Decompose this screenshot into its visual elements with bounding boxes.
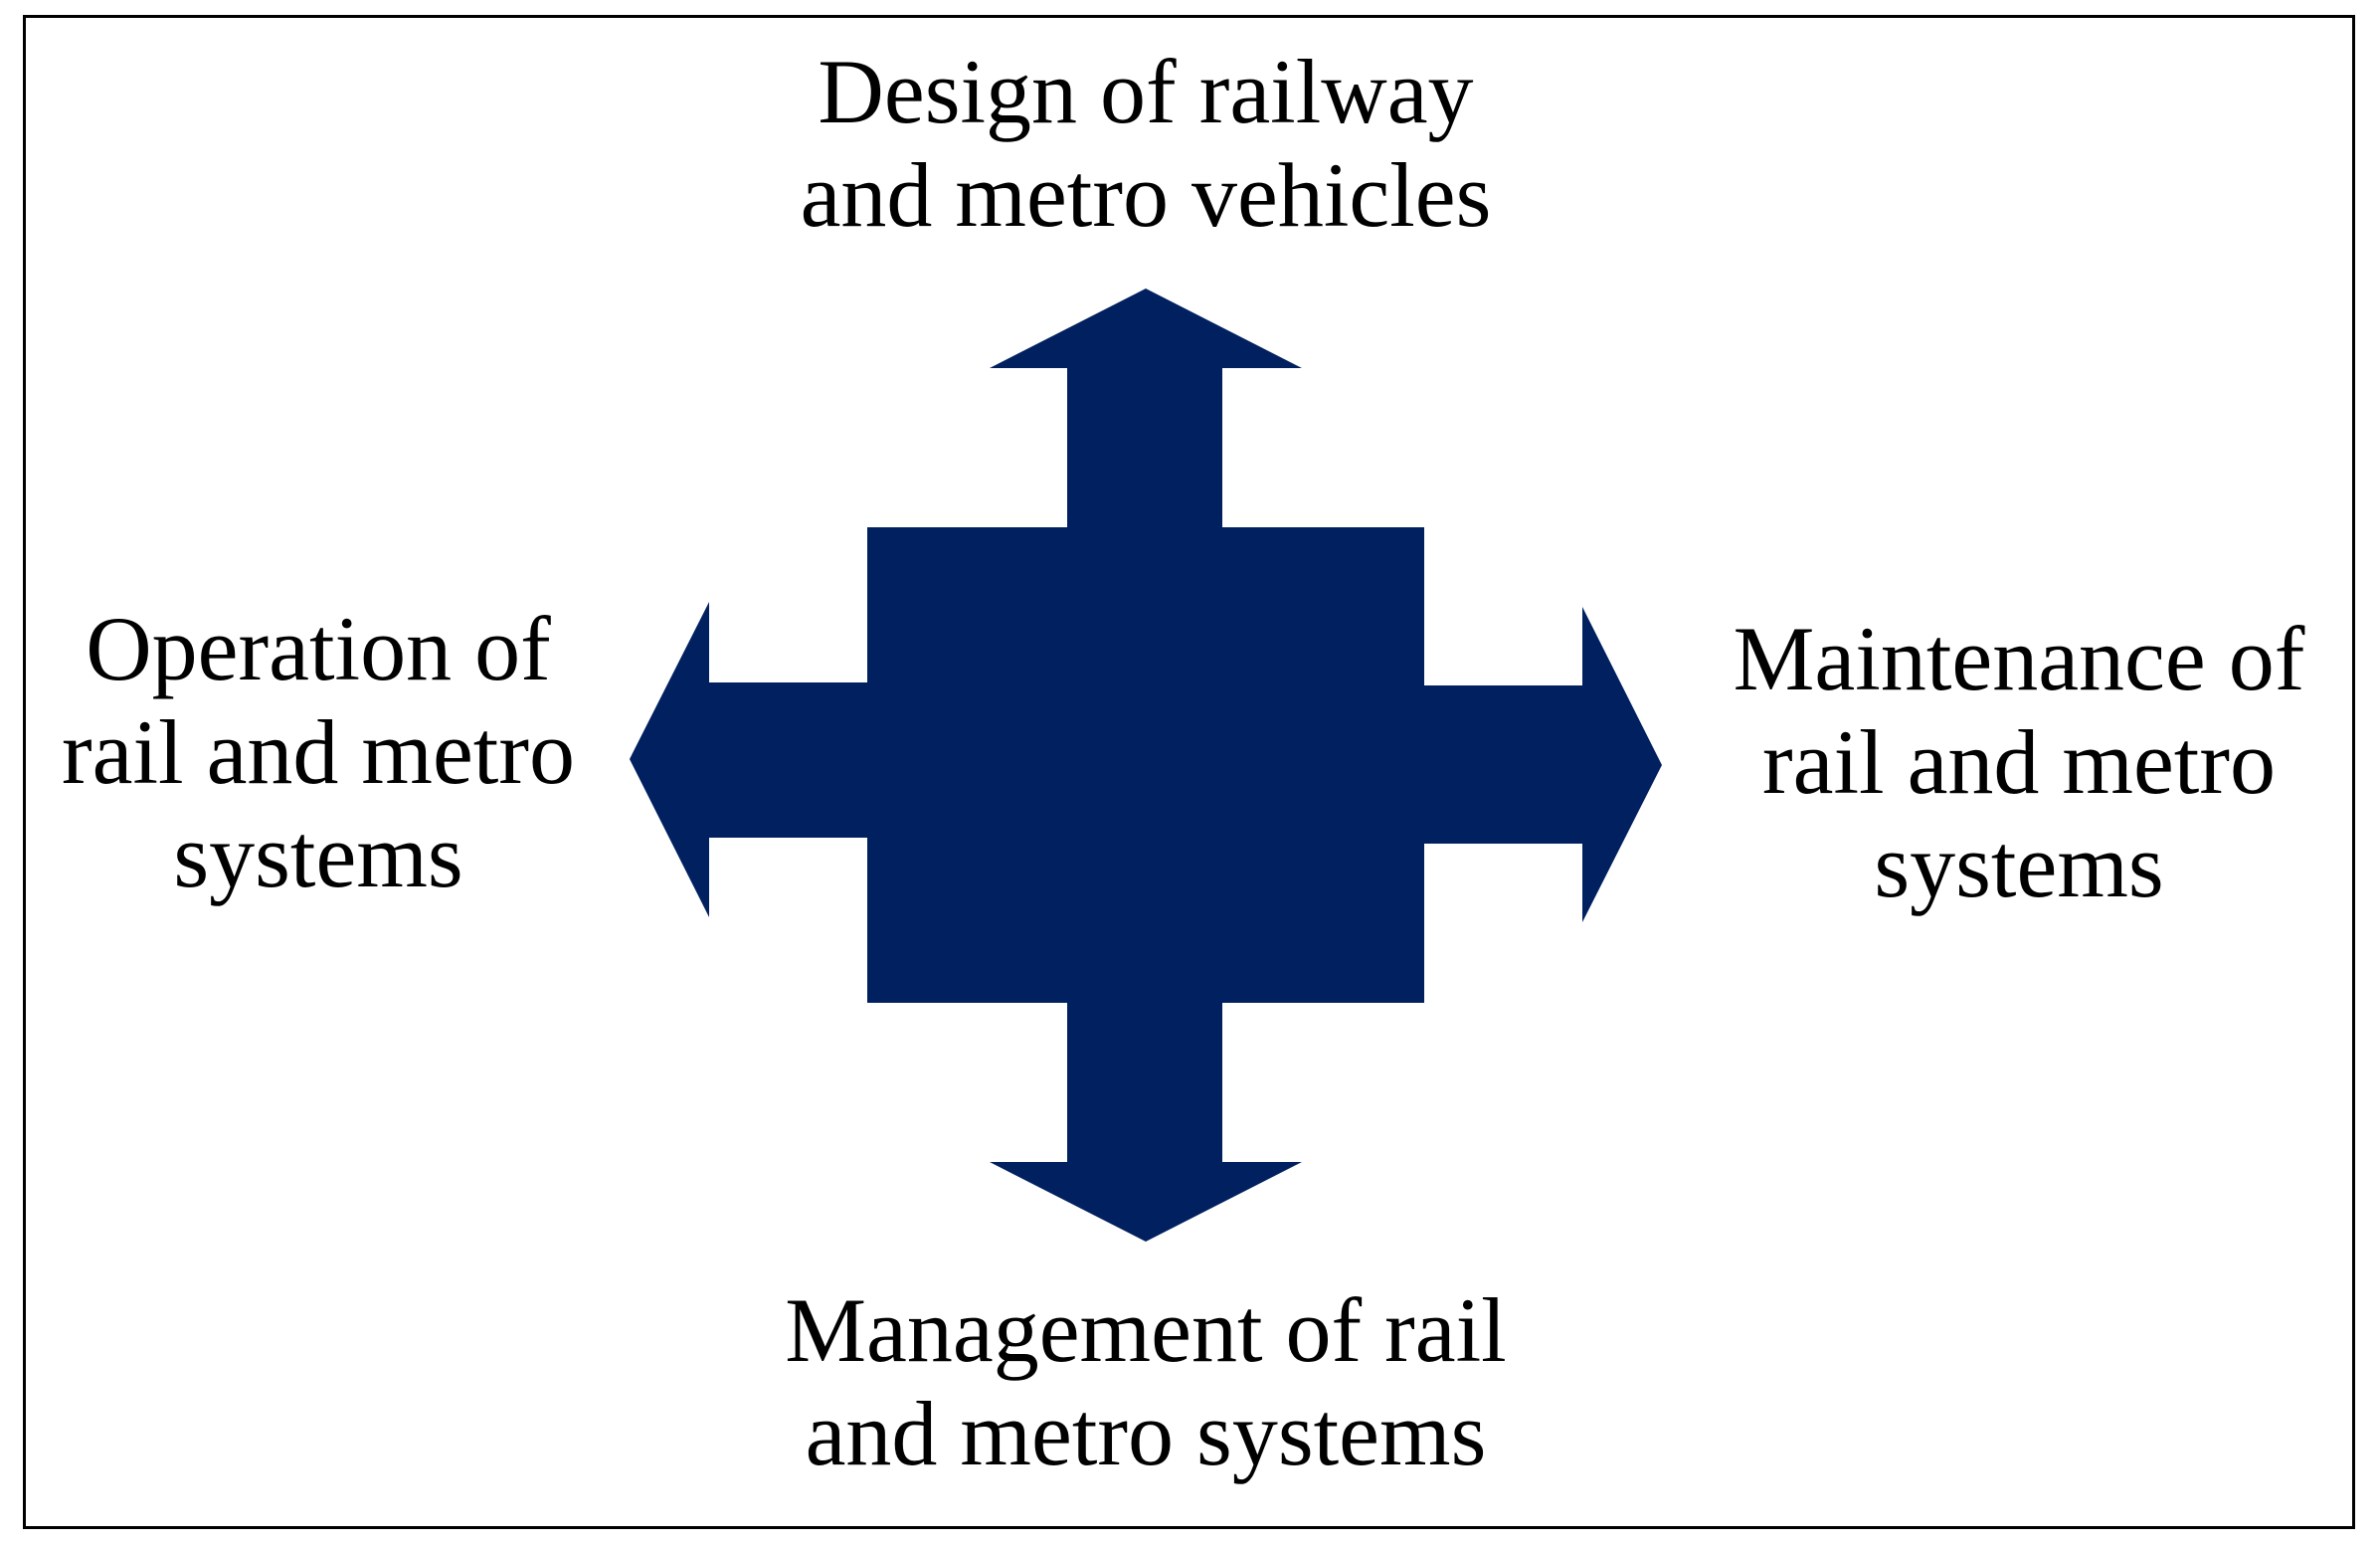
label-line: rail and metro	[61, 701, 576, 803]
arrow-up	[990, 289, 1302, 530]
label-management-systems: Management of rail and metro systems	[748, 1278, 1544, 1485]
label-line: Operation of	[86, 598, 551, 699]
label-line: Management of rail	[785, 1279, 1507, 1381]
label-line: Maintenance of	[1733, 608, 2305, 709]
label-line: and metro systems	[805, 1383, 1487, 1484]
label-design-vehicles: Design of railway and metro vehicles	[748, 40, 1544, 247]
label-line: Design of railway	[818, 41, 1474, 142]
label-line: systems	[173, 805, 463, 906]
arrow-left	[630, 602, 870, 917]
center-hub	[867, 527, 1424, 1003]
label-line: and metro vehicles	[800, 144, 1492, 246]
label-line: rail and metro	[1761, 711, 2277, 813]
center-square	[867, 527, 1424, 1003]
label-maintenance-systems: Maintenance of rail and metro systems	[1711, 607, 2327, 917]
label-operation-systems: Operation of rail and metro systems	[40, 597, 597, 907]
arrow-right	[1421, 607, 1662, 922]
label-line: systems	[1874, 815, 2164, 916]
arrow-down	[990, 1000, 1302, 1242]
